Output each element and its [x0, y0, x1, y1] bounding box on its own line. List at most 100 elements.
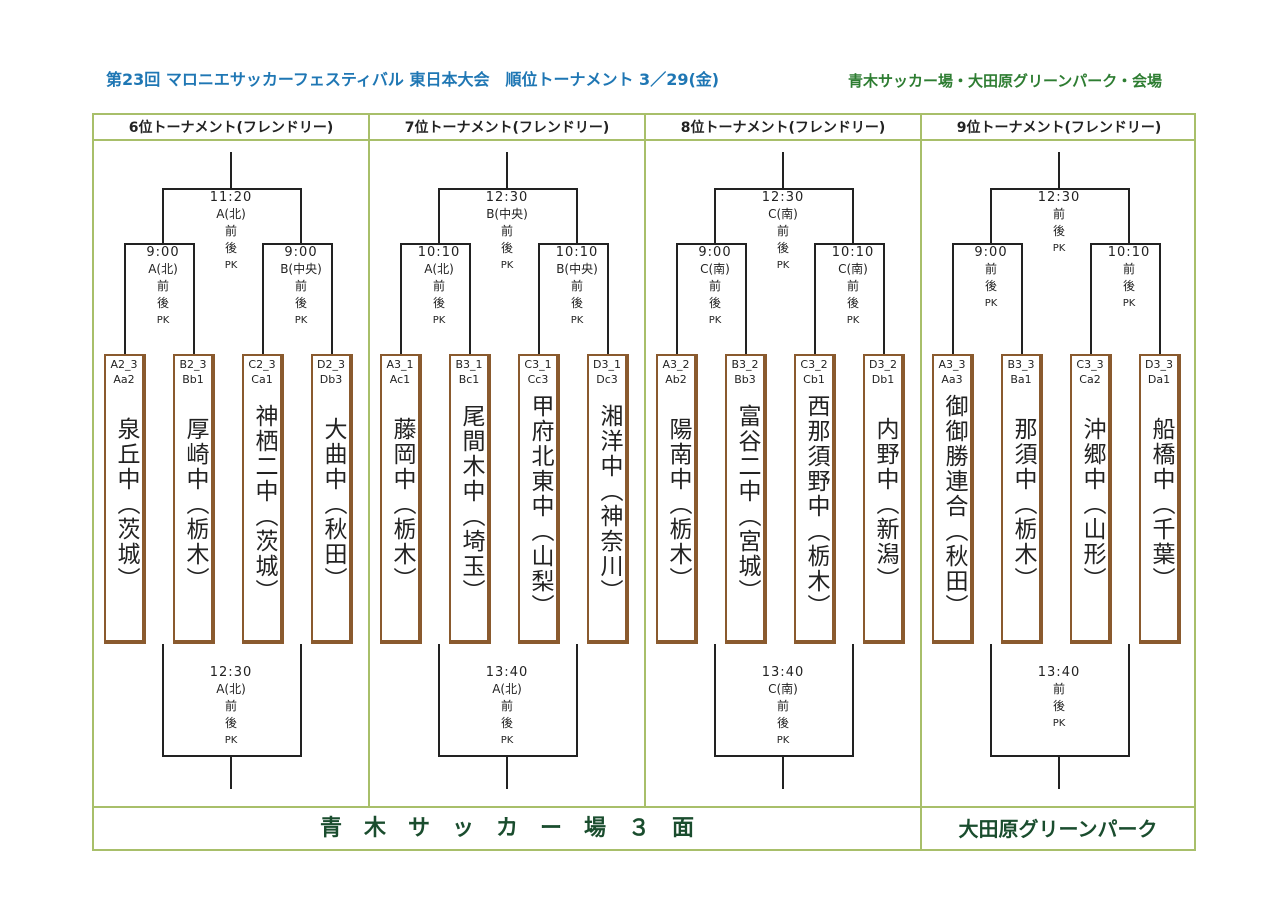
pk-label: PK [984, 298, 998, 309]
bracket-line [814, 243, 816, 354]
match-court: C(南) [768, 682, 798, 696]
match-time: 12:30 [1037, 190, 1081, 205]
bracket-line [714, 188, 854, 190]
team-code-group: C2_3 [248, 358, 276, 371]
second-half-label: 後 [500, 716, 513, 730]
team-name: 神栖二中（茨城） [251, 404, 277, 604]
bracket-line [1058, 755, 1060, 789]
pk-label: PK [1052, 718, 1066, 729]
match-time: 13:40 [1037, 665, 1081, 680]
bracket-line [1159, 243, 1161, 354]
bracket-line [124, 243, 194, 245]
pk-label: PK [776, 260, 790, 271]
match-time: 9:00 [146, 245, 180, 260]
bracket-line [230, 152, 232, 189]
team-code-pool: Cc3 [527, 373, 549, 386]
first-half-label: 前 [224, 699, 237, 713]
bracket-line [714, 644, 716, 756]
match-court: A(北) [148, 262, 178, 276]
bracket-line [714, 188, 716, 244]
team-code-pool: Ac1 [389, 373, 411, 386]
team-code-group: C3_2 [800, 358, 828, 371]
team-name: 沖郷中（山形） [1079, 416, 1105, 592]
match-time: 9:00 [698, 245, 732, 260]
second-half-label: 後 [984, 279, 997, 293]
pk-label: PK [1122, 298, 1136, 309]
first-half-label: 前 [846, 279, 859, 293]
pk-label: PK [500, 735, 514, 746]
second-half-label: 後 [1052, 699, 1065, 713]
match-time: 10:10 [417, 245, 461, 260]
pk-label: PK [846, 315, 860, 326]
team-code-pool: Bb3 [734, 373, 756, 386]
first-half-label: 前 [570, 279, 583, 293]
pk-label: PK [224, 735, 238, 746]
first-half-label: 前 [224, 224, 237, 238]
team-code-group: B3_1 [455, 358, 483, 371]
bracket-line [814, 243, 884, 245]
team-code-pool: Ba1 [1010, 373, 1032, 386]
team-name: 富谷二中（宮城） [734, 404, 760, 604]
bracket-line [331, 243, 333, 354]
team-code-group: A3_1 [386, 358, 414, 371]
pk-label: PK [776, 735, 790, 746]
second-half-label: 後 [224, 241, 237, 255]
team-code-pool: Ca2 [1079, 373, 1101, 386]
match-time: 10:10 [831, 245, 875, 260]
team-name: 泉丘中（茨城） [113, 416, 139, 592]
match-court: B(中央) [280, 262, 322, 276]
bracket-line [162, 644, 164, 756]
second-half-label: 後 [1122, 279, 1135, 293]
first-half-label: 前 [1052, 207, 1065, 221]
team-name: 湘洋中（神奈川） [596, 404, 622, 604]
bracket-line [438, 188, 578, 190]
second-half-label: 後 [500, 241, 513, 255]
team-code-pool: Ab2 [665, 373, 687, 386]
bracket-line [990, 188, 1130, 190]
bracket-line [1128, 644, 1130, 756]
match-court: C(南) [838, 262, 868, 276]
bracket-line [506, 755, 508, 789]
team-code-pool: Ca1 [251, 373, 273, 386]
bracket-line [607, 243, 609, 354]
pk-label: PK [294, 315, 308, 326]
bracket-line [745, 243, 747, 354]
match-time: 10:10 [555, 245, 599, 260]
team-name: 大曲中（秋田） [320, 416, 346, 592]
bracket-line [883, 243, 885, 354]
bracket-line [576, 644, 578, 756]
team-code-group: C3_1 [524, 358, 552, 371]
team-code-group: C3_3 [1076, 358, 1104, 371]
match-court: A(北) [216, 207, 246, 221]
bracket-line [676, 243, 678, 354]
team-code-group: D3_2 [869, 358, 897, 371]
first-half-label: 前 [776, 699, 789, 713]
first-half-label: 前 [500, 699, 513, 713]
team-code-pool: Db3 [319, 373, 343, 386]
pk-label: PK [156, 315, 170, 326]
bracket-line [576, 188, 578, 244]
bracket-line [300, 188, 302, 244]
second-half-label: 後 [1052, 224, 1065, 238]
team-name: 尾間木中（埼玉） [458, 404, 484, 604]
bracket-line [262, 243, 332, 245]
team-code-group: D3_1 [593, 358, 621, 371]
second-half-label: 後 [432, 296, 445, 310]
first-half-label: 前 [984, 262, 997, 276]
